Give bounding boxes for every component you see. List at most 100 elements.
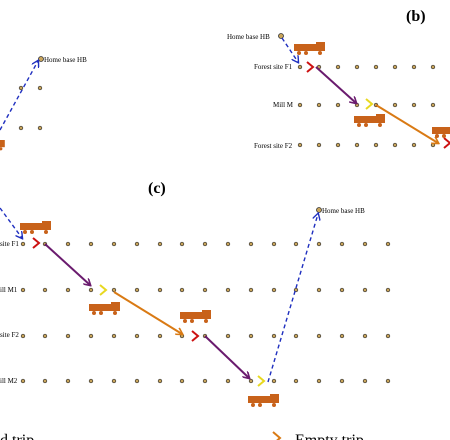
grid-node	[354, 64, 360, 70]
row-label-mill: Mill M	[273, 101, 294, 109]
home-base-node	[278, 33, 284, 39]
grid-node	[37, 125, 43, 131]
row-label-forest1: Forest site F1	[254, 63, 293, 71]
truck-icon	[432, 125, 450, 138]
grid-node	[297, 102, 303, 108]
grid-node	[373, 142, 379, 148]
grid-node	[362, 287, 368, 293]
grid-node	[42, 287, 48, 293]
truck-icon	[89, 302, 120, 315]
grid-node	[411, 102, 417, 108]
grid-node	[430, 102, 436, 108]
grid-node	[225, 241, 231, 247]
grid-node	[88, 333, 94, 339]
grid-node	[271, 378, 277, 384]
home-base-label: Home base HB	[44, 56, 87, 64]
chevron-icon	[443, 137, 450, 149]
truck-icon	[248, 394, 279, 407]
grid-node	[316, 287, 322, 293]
grid-node	[157, 241, 163, 247]
grid-node	[111, 378, 117, 384]
grid-node	[339, 378, 345, 384]
grid-node	[111, 241, 117, 247]
chevron-icon	[191, 330, 200, 342]
row-label-home: Home base HB	[227, 33, 270, 41]
grid-node	[179, 378, 185, 384]
truck-icon	[20, 221, 51, 234]
grid-nodes	[297, 64, 436, 148]
grid-node	[293, 287, 299, 293]
row-label-forest1: site F1	[0, 240, 19, 248]
grid-node	[42, 333, 48, 339]
truck-icon	[0, 140, 5, 151]
grid-node	[179, 287, 185, 293]
grid-node	[111, 333, 117, 339]
row-label-mill1: ill M1	[0, 286, 18, 294]
grid-node	[316, 333, 322, 339]
grid-node	[354, 142, 360, 148]
grid-node	[339, 287, 345, 293]
grid-node	[271, 241, 277, 247]
panel-a: Home base HB	[0, 56, 87, 151]
grid-node	[65, 241, 71, 247]
row-label-forest2: Forest site F2	[254, 142, 293, 150]
grid-node	[65, 287, 71, 293]
grid-node	[316, 241, 322, 247]
grid-node	[339, 333, 345, 339]
grid-node	[293, 378, 299, 384]
grid-node	[335, 64, 341, 70]
empty-trip-path	[281, 37, 298, 62]
truck-icon	[180, 310, 211, 323]
chevron-icon	[32, 237, 41, 249]
grid-node	[18, 125, 24, 131]
grid-node	[430, 64, 436, 70]
truck-icon	[294, 42, 325, 55]
home-base-node	[38, 56, 44, 62]
grid-node	[248, 333, 254, 339]
loaded-trip-path	[315, 66, 356, 103]
loaded-trip-path	[375, 104, 438, 143]
grid-node	[202, 287, 208, 293]
grid-node	[271, 287, 277, 293]
legend-loaded-label: d trip	[0, 432, 34, 440]
grid-node	[88, 241, 94, 247]
panel-c: (c) site F1 ill M1 site F2 ill M2 Home b…	[0, 180, 391, 407]
panel-b: (b) Home base HB Forest site F1 Mill M F…	[227, 8, 450, 150]
grid-node	[37, 85, 43, 91]
grid-node	[411, 142, 417, 148]
grid-node	[134, 241, 140, 247]
grid-node	[248, 287, 254, 293]
grid-node	[88, 378, 94, 384]
grid-node	[316, 378, 322, 384]
grid-node	[373, 64, 379, 70]
empty-trip-path	[0, 61, 38, 131]
grid-node	[157, 378, 163, 384]
grid-node	[316, 102, 322, 108]
grid-node	[88, 287, 94, 293]
grid-node	[248, 378, 254, 384]
panel-b-label: (b)	[406, 8, 426, 25]
loaded-trip-path	[113, 291, 182, 334]
row-label-mill2: ill M2	[0, 377, 18, 385]
grid-node	[225, 378, 231, 384]
chevron-icon	[257, 375, 266, 387]
grid-node	[202, 241, 208, 247]
grid-node	[179, 241, 185, 247]
grid-node	[430, 142, 436, 148]
chevron-icon	[306, 61, 315, 73]
truck-icon	[354, 114, 385, 127]
home-base-node	[316, 207, 322, 213]
row-label-forest2: site F2	[0, 331, 19, 339]
grid-node	[297, 142, 303, 148]
grid-node	[385, 241, 391, 247]
grid-node	[65, 333, 71, 339]
grid-node	[18, 85, 24, 91]
grid-node	[339, 241, 345, 247]
row-label-home: Home base HB	[322, 207, 365, 215]
chevron-icon	[99, 284, 108, 296]
grid-node	[134, 333, 140, 339]
grid-node	[42, 378, 48, 384]
grid-node	[392, 102, 398, 108]
grid-node	[392, 142, 398, 148]
